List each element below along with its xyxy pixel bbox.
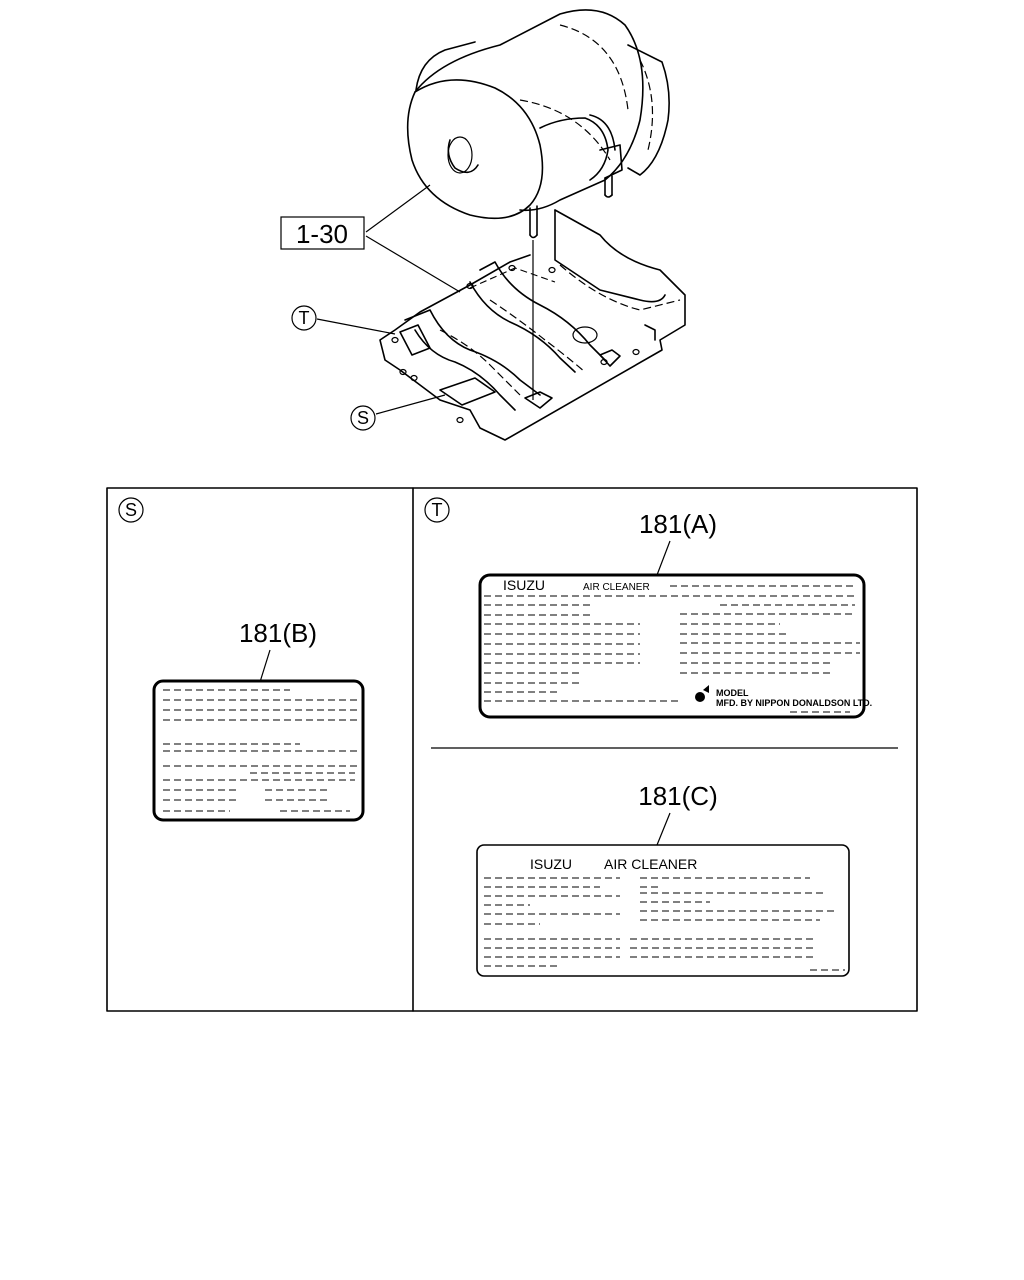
air-cleaner-illustration: [379, 9, 686, 441]
svg-text:AIR CLEANER: AIR CLEANER: [583, 582, 650, 593]
svg-text:S: S: [357, 408, 369, 428]
svg-text:MFD. BY NIPPON DONALDSON LTD.: MFD. BY NIPPON DONALDSON LTD.: [716, 698, 872, 708]
callout-mark-t[interactable]: T: [291, 305, 317, 331]
panel-t: T 181(A) ISUZU AIR CLEANER MODEL MFD. BY…: [424, 497, 872, 977]
panel-s-mark: S: [118, 497, 144, 523]
panel-t-mark: T: [424, 497, 450, 523]
label-181c-plate[interactable]: ISUZU AIR CLEANER: [476, 844, 850, 977]
svg-text:T: T: [432, 500, 443, 520]
label-181a-plate[interactable]: ISUZU AIR CLEANER MODEL MFD. BY NIPPON D…: [478, 573, 872, 719]
svg-text:1-30: 1-30: [296, 219, 348, 249]
label-181c-title: 181(C): [638, 781, 717, 811]
svg-text:ISUZU: ISUZU: [503, 577, 545, 593]
svg-text:S: S: [125, 500, 137, 520]
svg-text:ISUZU: ISUZU: [530, 856, 572, 872]
label-181b-title: 181(B): [239, 618, 317, 648]
label-181a-title: 181(A): [639, 509, 717, 539]
callout-mark-s[interactable]: S: [350, 405, 376, 431]
ref-number-callout[interactable]: 1-30: [280, 216, 365, 250]
label-181b-plate[interactable]: [152, 679, 365, 822]
panel-s: S 181(B): [118, 497, 365, 822]
manufacturer-logo-icon: [695, 685, 709, 702]
leader-lines: [316, 184, 461, 415]
detail-panel-frame: [106, 487, 918, 1012]
svg-text:AIR CLEANER: AIR CLEANER: [604, 856, 697, 872]
svg-text:MODEL: MODEL: [716, 688, 749, 698]
svg-text:T: T: [299, 308, 310, 328]
